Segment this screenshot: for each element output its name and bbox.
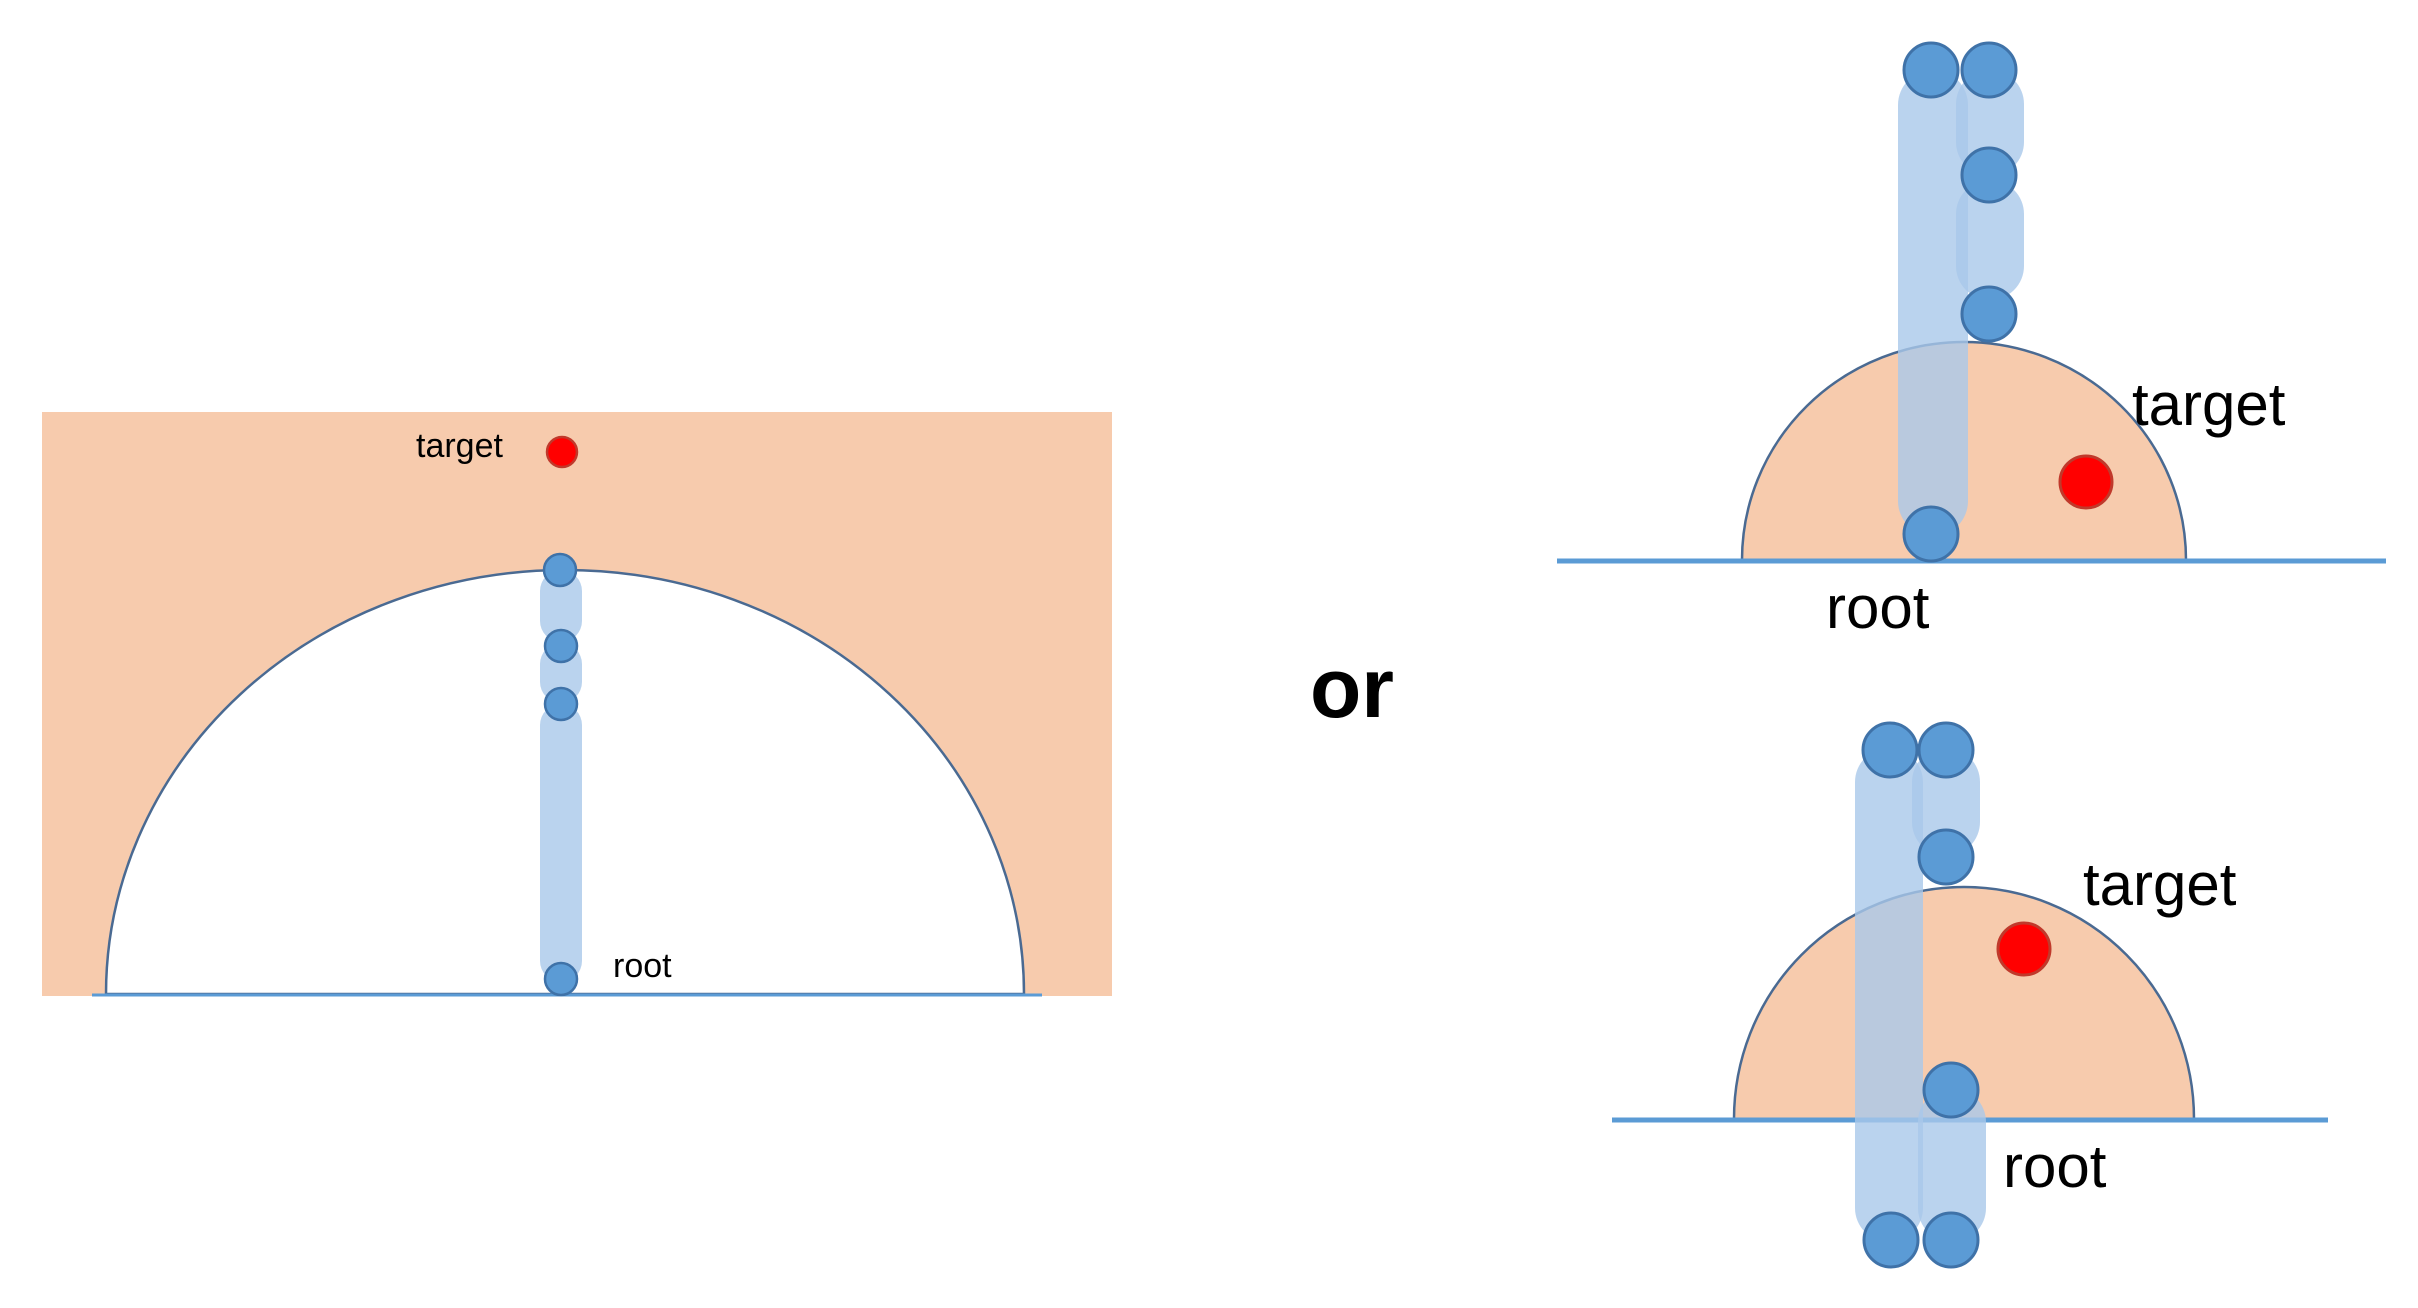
- top-right-joint-root: [1902, 505, 1960, 563]
- top-right-target-label: target: [2132, 371, 2286, 438]
- bottom-right-joint-2: [1917, 828, 1975, 886]
- top-right-joint-2: [1960, 146, 2018, 204]
- left-link-upper: [540, 570, 582, 642]
- bottom-right-joint-tip-left: [1861, 721, 1919, 779]
- left-panel: target root: [42, 412, 1112, 997]
- top-right-joint-3: [1960, 285, 2018, 343]
- bottom-right-joint-3: [1922, 1061, 1980, 1119]
- top-right-link-lower: [1956, 180, 2024, 300]
- bottom-right-root-label: root: [2003, 1133, 2107, 1200]
- bottom-right-link-upper: [1912, 748, 1980, 856]
- bottom-right-joint-tip-right: [1917, 721, 1975, 779]
- top-right-target-point: [2058, 454, 2114, 510]
- left-joint-3: [543, 686, 579, 722]
- top-right-joint-tip-right: [1960, 41, 2018, 99]
- left-target-label: target: [416, 427, 503, 465]
- top-right-panel: target root: [1557, 41, 2386, 641]
- top-right-joint-tip-left: [1902, 41, 1960, 99]
- bottom-right-link-lower: [1918, 1088, 1986, 1242]
- bottom-right-target-label: target: [2083, 851, 2237, 918]
- left-joint-root: [543, 961, 579, 997]
- bottom-right-panel: target root: [1612, 721, 2328, 1269]
- bottom-right-reach-semicircle: [1732, 885, 2196, 1121]
- bottom-right-target-point: [1996, 921, 2052, 977]
- bottom-right-joint-base-left: [1862, 1211, 1920, 1269]
- left-joint-tip: [542, 552, 578, 588]
- bottom-right-joint-base-right: [1922, 1211, 1980, 1269]
- left-link-lower: [540, 704, 582, 982]
- left-root-label: root: [613, 947, 672, 985]
- top-right-root-label: root: [1826, 574, 1930, 641]
- top-right-link-long: [1898, 70, 1968, 536]
- left-target-point: [545, 435, 579, 469]
- top-right-link-upper: [1956, 70, 2024, 176]
- or-separator: or: [1310, 641, 1394, 735]
- bottom-right-link-long: [1855, 748, 1923, 1242]
- left-joint-2: [543, 628, 579, 664]
